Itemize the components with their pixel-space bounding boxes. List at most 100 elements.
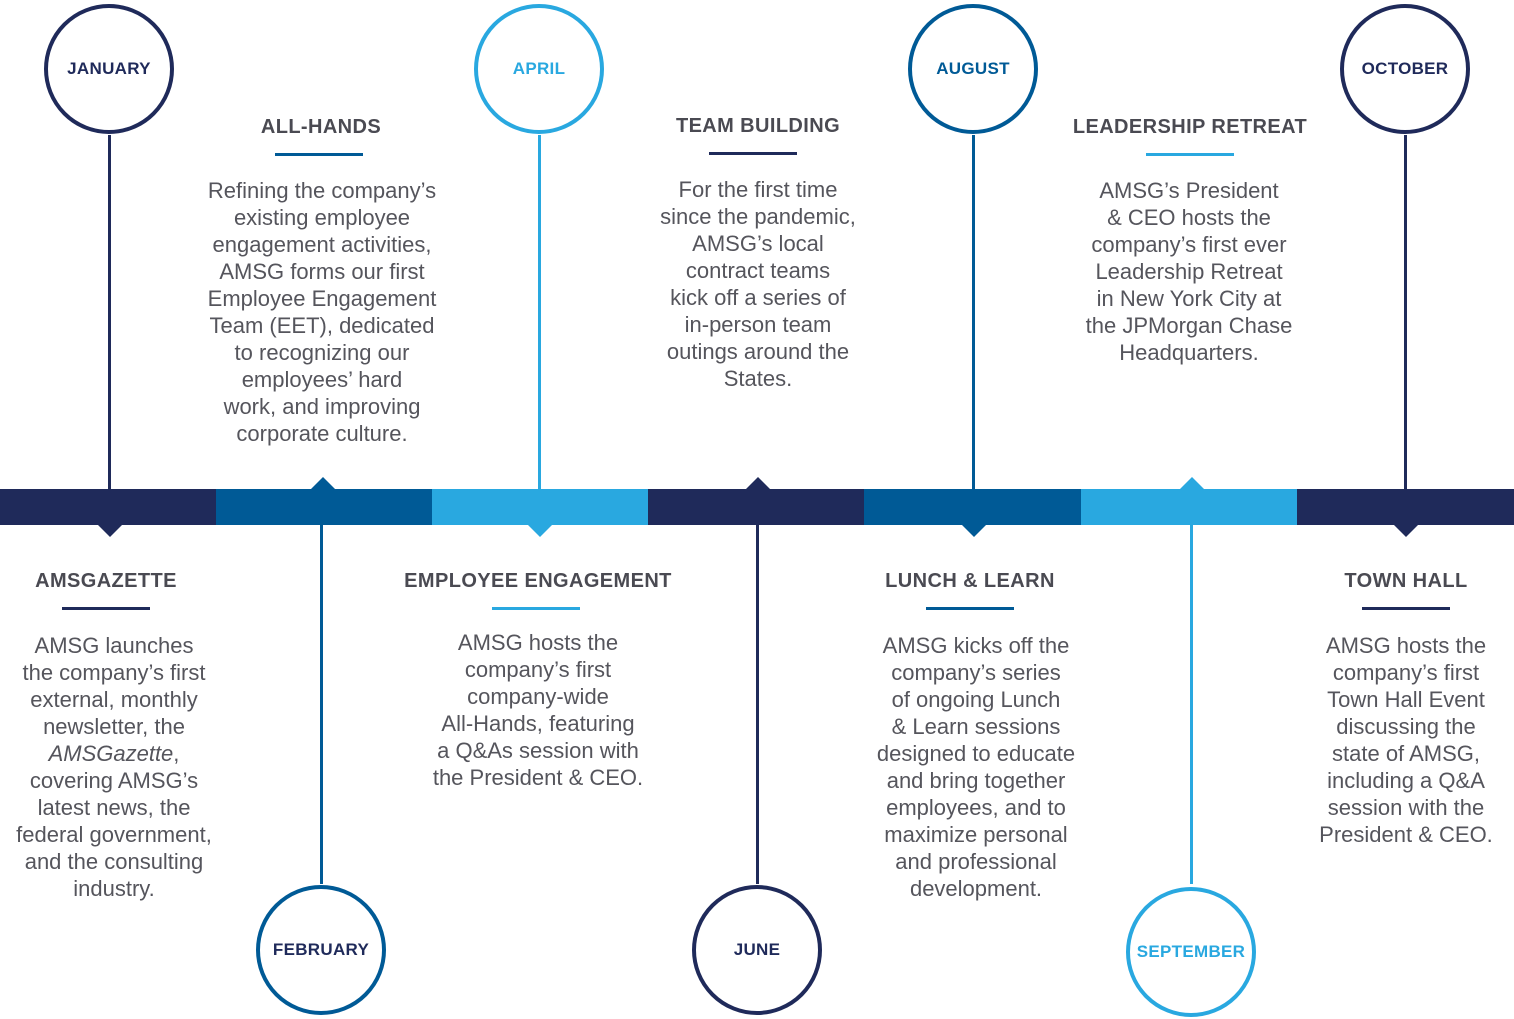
timeline-segment-7 [1297,489,1514,525]
description-line: newsletter, the [43,714,185,739]
connector-february [320,524,323,884]
connector-september [1190,524,1193,884]
description-line: States. [723,366,793,391]
title-underline-town-hall [1362,607,1450,610]
month-circle-september: SEPTEMBER [1126,887,1256,1017]
description-line: industry. [73,876,155,901]
description-line: maximize personal [884,822,1068,847]
timeline-segment-1 [0,489,216,525]
description-line: and bring together [886,768,1066,793]
description-line: employees’ hard [241,367,403,392]
title-underline-leadership-retreat [1146,153,1234,156]
month-circle-february: FEBRUARY [256,885,386,1015]
connector-january [108,135,111,490]
description-line: the President & CEO. [432,765,644,790]
description-line: & Learn sessions [891,714,1061,739]
description-line: outings around the [666,339,850,364]
month-circle-august: AUGUST [908,4,1038,134]
description-line: development. [909,876,1043,901]
description-line: company-wide [467,684,609,709]
description-line: a Q&As session with [437,738,639,763]
event-title-employee-engagement: EMPLOYEE ENGAGEMENT [404,570,672,592]
description-line: corporate culture. [236,421,408,446]
title-underline-amsgazette [62,607,150,610]
description-line: session with the [1327,795,1485,820]
description-line: AMSG hosts the [1325,633,1487,658]
description-line: work, and improving [223,394,421,419]
description-line: company’s first [464,657,612,682]
title-underline-team-building [709,152,797,155]
event-title-team-building: TEAM BUILDING [675,115,841,137]
description-line: Town Hall Event [1327,687,1485,712]
description-line: federal government, [16,822,212,847]
timeline-segment-6 [1081,489,1297,525]
description-line: and the consulting [24,849,204,874]
event-title-lunch-learn: LUNCH & LEARN [885,570,1055,592]
description-line: the company’s first [22,660,206,685]
description-line: the JPMorgan Chase [1085,313,1293,338]
connector-october [1404,135,1407,490]
title-underline-all-hands [275,153,363,156]
timeline-segment-3 [432,489,648,525]
description-line: external, monthly [30,687,198,712]
month-circle-january: JANUARY [44,4,174,134]
description-line: and professional [895,849,1057,874]
description-line: AMSG launches [34,633,194,658]
description-line: designed to educate [876,741,1076,766]
description-line: company’s series [891,660,1061,685]
description-line: since the pandemic, [660,204,856,229]
event-title-town-hall: TOWN HALL [1344,570,1468,592]
timeline-segment-2 [216,489,432,525]
connector-june [756,524,759,884]
notch-february [311,477,335,489]
description-line: company’s first [1332,660,1480,685]
description-line: including a Q&A [1327,768,1485,793]
description-line: Employee Engagement [207,286,437,311]
description-line: AMSGazette, [48,741,180,766]
description-line: discussing the [1336,714,1476,739]
description-line: state of AMSG, [1332,741,1480,766]
description-line: & CEO hosts the [1107,205,1271,230]
description-line: to recognizing our [234,340,410,365]
notch-october [1394,525,1418,537]
description-line: covering AMSG’s [29,768,199,793]
notch-june [746,477,770,489]
notch-september [1180,477,1204,489]
description-line: contract teams [685,258,831,283]
description-line: engagement activities, [212,232,432,257]
description-line: Headquarters. [1119,340,1259,365]
description-line: AMSG forms our first [219,259,425,284]
connector-april [538,135,541,490]
description-line: Refining the company’s [207,178,437,203]
description-line: company’s first ever [1091,232,1287,257]
description-line: AMSG kicks off the [882,633,1070,658]
month-circle-october: OCTOBER [1340,4,1470,134]
description-line: in New York City at [1096,286,1282,311]
description-line: latest news, the [37,795,191,820]
description-line: existing employee [233,205,411,230]
description-line: Leadership Retreat [1095,259,1283,284]
connector-august [972,135,975,490]
notch-january [98,525,122,537]
description-line: AMSG hosts the [457,630,619,655]
description-line: Team (EET), dedicated [209,313,435,338]
description-line: employees, and to [886,795,1066,820]
description-line: AMSG’s President [1099,178,1279,203]
notch-april [528,525,552,537]
event-title-all-hands: ALL-HANDS [260,116,382,138]
description-line: of ongoing Lunch [891,687,1061,712]
description-line: For the first time [678,177,838,202]
month-circle-april: APRIL [474,4,604,134]
title-underline-lunch-learn [926,607,1014,610]
timeline-segment-4 [648,489,864,525]
notch-august [962,525,986,537]
description-line: President & CEO. [1319,822,1493,847]
month-circle-june: JUNE [692,885,822,1015]
event-title-amsgazette: AMSGAZETTE [35,570,177,592]
